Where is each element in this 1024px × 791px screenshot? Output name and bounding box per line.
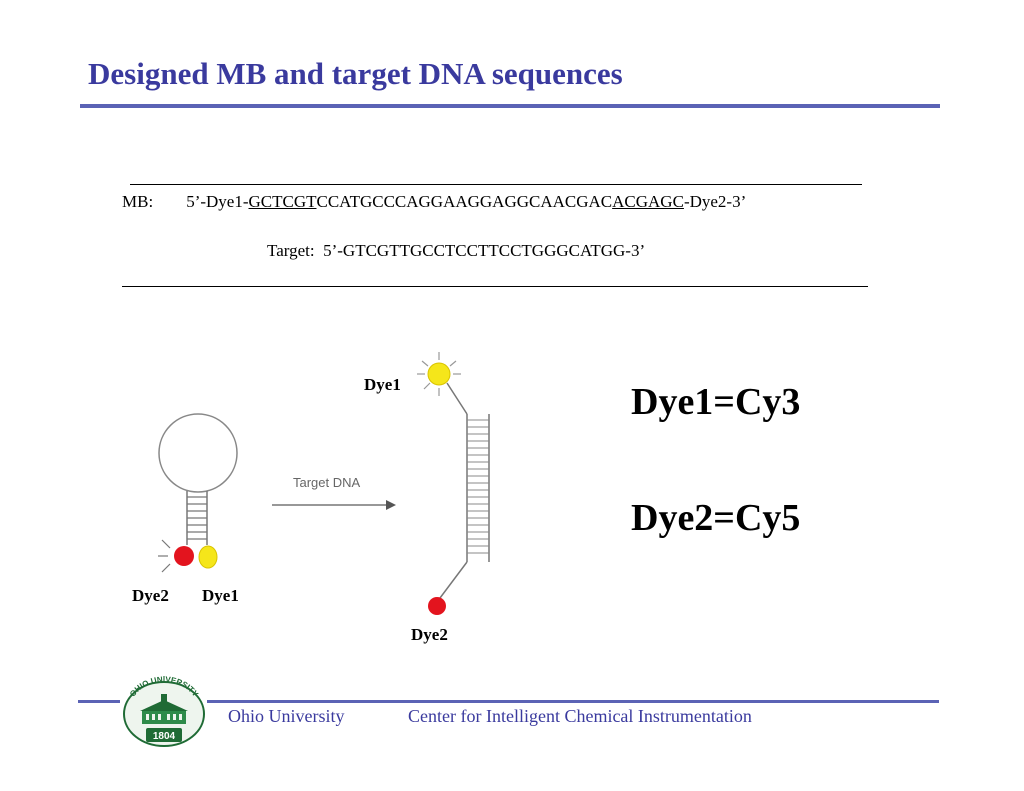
mb-loop: CCATGCCCAGGAAGGAGGCAACGAC bbox=[316, 192, 613, 211]
footer-rule-right bbox=[207, 700, 939, 703]
mb-label: MB: bbox=[122, 192, 154, 211]
duplex-dye1-rays bbox=[417, 352, 461, 396]
hairpin-dye1-label: Dye1 bbox=[202, 586, 239, 605]
hairpin-dye2 bbox=[174, 546, 194, 566]
duplex-rungs bbox=[467, 419, 489, 554]
duplex-linker-top bbox=[446, 382, 468, 415]
mb-stem-3: ACGAGC bbox=[612, 192, 684, 211]
duplex-dye1-label: Dye1 bbox=[364, 375, 401, 394]
hybridized-duplex bbox=[417, 352, 490, 615]
arrow-label: Target DNA bbox=[293, 475, 361, 490]
logo-year: 1804 bbox=[153, 731, 176, 742]
slide-title: Designed MB and target DNA sequences bbox=[88, 56, 623, 91]
duplex-linker-bottom bbox=[439, 561, 468, 599]
ohio-university-logo: OHIO UNIVERSITY 1804 bbox=[123, 676, 205, 747]
target-dna-arrow: Target DNA bbox=[272, 475, 396, 510]
mb-stem-5: GCTCGT bbox=[248, 192, 317, 211]
hairpin-dye1 bbox=[198, 545, 218, 569]
target-label: Target: bbox=[267, 241, 315, 260]
hairpin-dye2-label: Dye2 bbox=[132, 586, 169, 605]
dye1-legend: Dye1=Cy3 bbox=[631, 381, 801, 423]
title-underline bbox=[80, 104, 940, 108]
sequence-top-rule bbox=[130, 184, 862, 185]
mb-suffix: -Dye2-3’ bbox=[683, 192, 747, 211]
mb-sequence-line: MB: 5’-Dye1-GCTCGTCCATGCCCAGGAAGGAGGCAACG… bbox=[122, 192, 746, 212]
target-sequence: 5’-GTCGTTGCCTCCTTCCTGGGCATGG-3’ bbox=[323, 241, 646, 260]
footer-university: Ohio University bbox=[228, 706, 345, 726]
dye2-legend: Dye2=Cy5 bbox=[631, 497, 801, 539]
sequence-bottom-rule bbox=[122, 286, 868, 287]
duplex-dye1 bbox=[427, 362, 451, 386]
footer-center: Center for Intelligent Chemical Instrume… bbox=[408, 706, 752, 726]
hairpin-dye2-rays bbox=[158, 539, 171, 573]
hairpin-loop bbox=[158, 413, 238, 493]
duplex-dye2-label: Dye2 bbox=[411, 625, 448, 644]
hairpin-beacon bbox=[158, 413, 238, 573]
footer-rule-left bbox=[78, 700, 120, 703]
target-sequence-line: Target: 5’-GTCGTTGCCTCCTTCCTGGGCATGG-3’ bbox=[267, 241, 645, 261]
mb-prefix: 5’-Dye1- bbox=[186, 192, 249, 211]
hairpin-stem-rungs bbox=[187, 496, 207, 540]
duplex-dye2 bbox=[428, 597, 446, 615]
